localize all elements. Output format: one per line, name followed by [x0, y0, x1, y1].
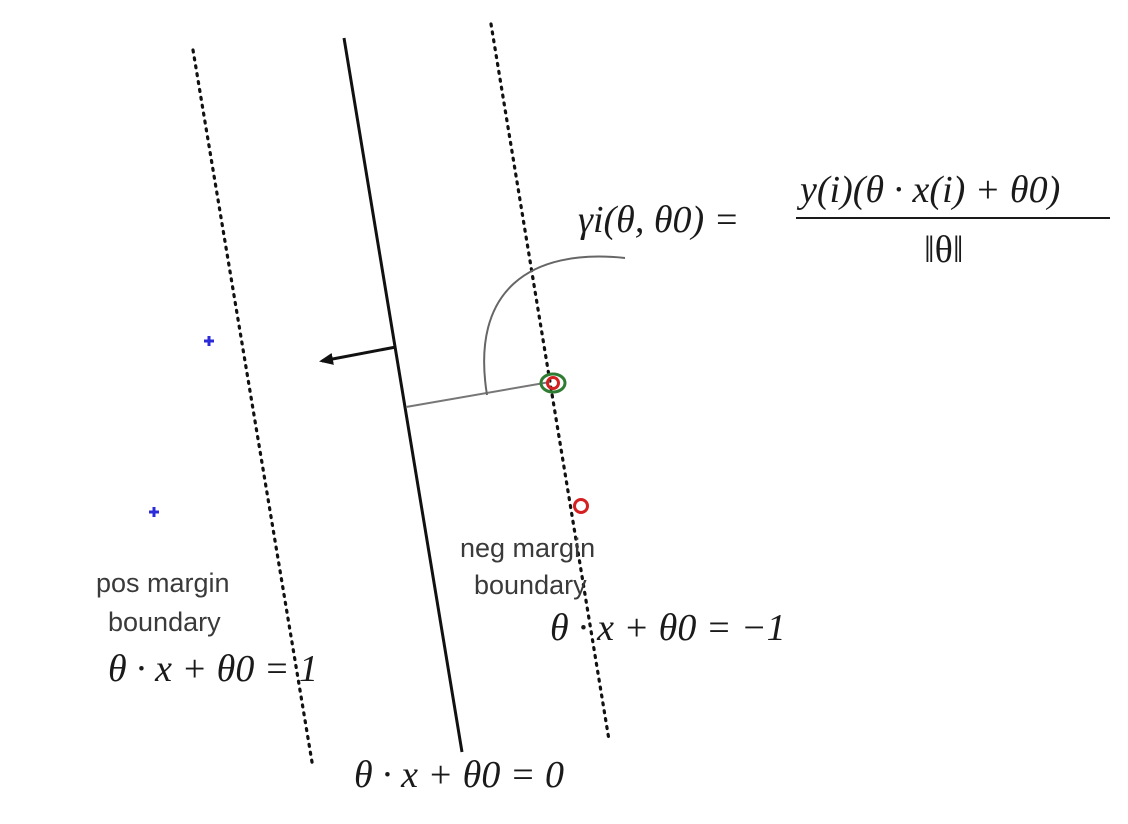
margin-distance-segment	[405, 381, 551, 408]
formula-callout-curve	[483, 255, 626, 396]
pos-margin-equation: θ · x + θ0 = 1	[108, 648, 318, 690]
negative-point-support	[546, 376, 560, 390]
positive-point	[149, 507, 159, 517]
margin-formula: γi(θ, θ0) = y(i)(θ · x(i) + θ0) ‖θ‖	[578, 169, 1110, 271]
neg-margin-equation: θ · x + θ0 = −1	[550, 607, 786, 649]
pos-margin-label-line1: pos margin	[96, 568, 230, 598]
formula-lhs: γi(θ, θ0) =	[578, 199, 739, 241]
negative-point	[573, 498, 589, 514]
formula-denominator: ‖θ‖	[924, 229, 964, 271]
neg-margin-label-line2: boundary	[474, 570, 587, 600]
formula-numerator: y(i)(θ · x(i) + θ0)	[796, 169, 1060, 211]
decision-boundary-equation: θ · x + θ0 = 0	[354, 754, 564, 796]
positive-margin-boundary-line	[191, 48, 315, 770]
neg-margin-label-line1: neg margin	[460, 533, 595, 563]
pos-margin-label-line2: boundary	[108, 607, 221, 637]
highlight-ring	[539, 372, 567, 394]
positive-point	[204, 336, 214, 346]
decision-boundary-line	[342, 37, 464, 753]
normal-vector-arrow	[319, 345, 397, 365]
